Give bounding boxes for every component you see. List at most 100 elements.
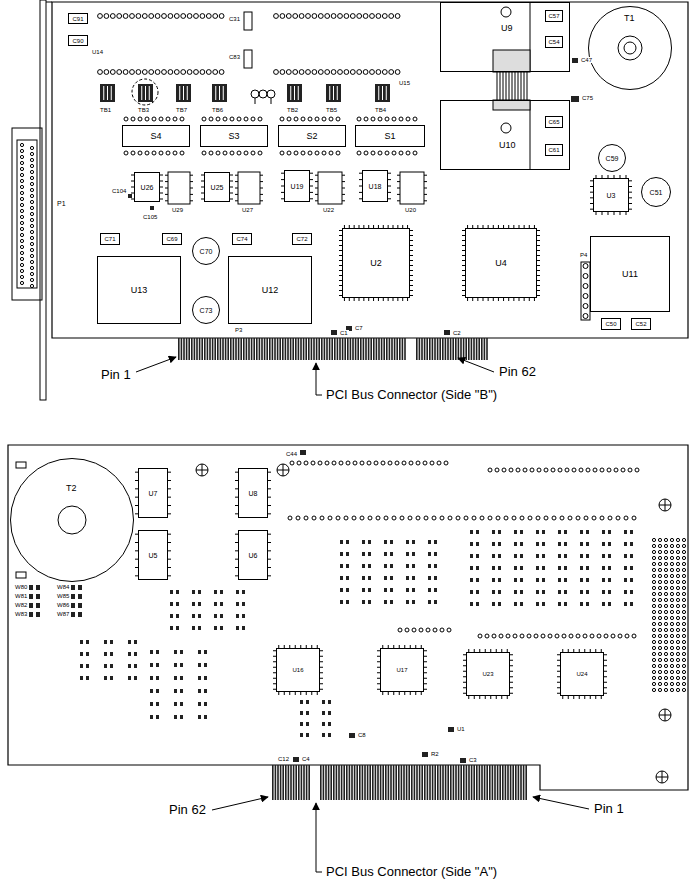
edge-finger [369,765,371,800]
smd-pad [498,578,501,582]
header-pin [583,304,588,309]
pin-lead [306,692,307,695]
smd-pad [110,640,113,644]
via-hole [504,516,508,520]
edge-finger [445,765,447,800]
via-hole [682,646,685,649]
edge-finger [512,765,514,800]
connector-pin [30,188,33,191]
pin-lead [424,667,427,668]
jumper-pad [71,585,75,590]
edge-finger [398,765,400,800]
pin-lead [190,181,193,182]
connector-pin [20,233,23,236]
via-hole [312,516,316,520]
via-hole [318,461,322,465]
smd-pad [536,602,539,606]
pin-lead [190,194,193,195]
edge-finger [523,765,525,800]
smd-pad [536,530,539,534]
board-outline [8,445,688,790]
smd-pad [340,588,343,592]
via-hole [607,468,611,472]
switch-pin [223,117,227,121]
via-hole [670,556,673,559]
smd-pad [104,664,107,668]
switch-pin [166,117,170,121]
via-hole [568,516,572,520]
smd-pad [492,578,495,582]
smd-pad [170,602,173,606]
ribbon-wire [527,72,528,100]
switch-pin [329,117,333,121]
pin-lead [388,179,391,180]
smd-pad [580,530,583,534]
edge-finger [507,765,509,800]
smd-pad [300,733,303,737]
smd-pad [476,530,479,534]
ic-chip: U5 [138,530,168,580]
smd-pad [412,588,415,592]
edge-finger [385,765,387,800]
via-hole [676,562,679,565]
via-hole [664,682,667,685]
pin-lead [534,298,535,301]
via-hole [155,14,160,19]
switch-pin [166,151,170,155]
smd-pad [630,578,633,582]
edge-finger [214,338,216,360]
via-hole [552,516,556,520]
pin-lead [410,230,413,231]
transformer-core [618,36,642,60]
part-label: S1 [384,132,395,141]
part-label: C57 [548,13,559,19]
smd-pad [390,552,393,556]
edge-finger [484,338,486,360]
smd-pad [214,614,217,618]
via-hole [537,468,541,472]
via-hole [367,461,371,465]
edge-finger [363,338,365,360]
ribbon-wire [524,72,525,100]
via-hole [142,14,147,19]
via-hole [676,580,679,583]
smd-pad [368,576,371,580]
smd-pad [198,590,201,594]
terminal-stripe [141,86,142,100]
via-hole [676,610,679,613]
pin-lead [410,260,413,261]
smd-pad [156,676,159,680]
via-hole [658,538,661,541]
smd-pad [514,566,517,570]
edge-finger [518,765,520,800]
via-hole [344,516,348,520]
smd-pad [536,554,539,558]
smd-pad [558,530,561,534]
pin-lead [415,692,416,695]
via-hole [597,634,601,638]
connector-pin [20,143,23,146]
edge-finger [466,765,468,800]
smd-pad [368,552,371,556]
switch-pin [294,117,298,121]
via-hole [664,598,667,601]
via-hole [194,14,199,19]
pin-lead [320,672,323,673]
pin-lead [315,181,318,182]
edge-finger [463,765,465,800]
edge-finger [458,765,460,800]
via-hole [658,562,661,565]
edge-finger [321,338,323,360]
smd-pad [80,664,83,668]
smd-pad [412,600,415,604]
via-hole [416,461,420,465]
via-hole [456,516,460,520]
smd-pad [180,663,183,667]
smd-pad [630,554,633,558]
via-hole [664,562,667,565]
switch-pin [145,151,149,155]
via-hole [206,70,211,75]
pin-lead [604,660,607,661]
via-hole [388,461,392,465]
smd-pad [536,566,539,570]
